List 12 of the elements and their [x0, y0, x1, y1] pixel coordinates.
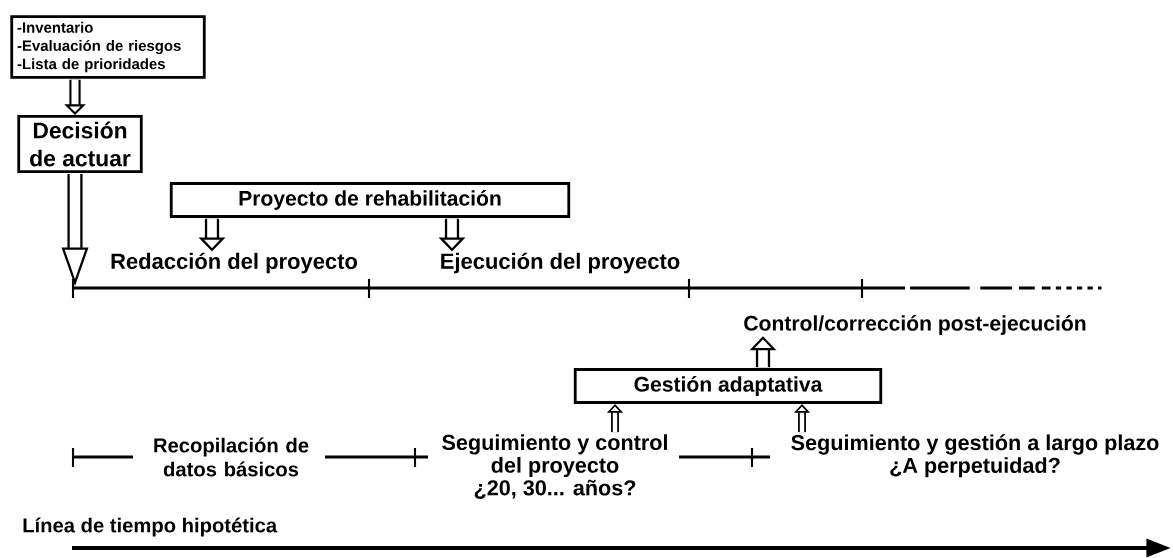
step-text: Redacción del proyecto — [111, 252, 358, 274]
process-box: Decisión de actuar — [17, 114, 143, 174]
timeline-label: Recopilación de datos básicos — [154, 437, 309, 477]
step-text: Seguimiento y gestión a largo plazo ¿A perpetuidad? — [791, 434, 1159, 478]
process-box: Proyecto de rehabilitación — [169, 182, 571, 218]
step-text: Ejecución del proyecto — [441, 252, 680, 274]
process-box: -Inventario -Evaluación de riesgos -Lista de prioridades — [10, 15, 206, 79]
step-text: Control/corrección post-ejecución — [744, 315, 1086, 335]
timeline-label: Línea de tiempo hipotética — [23, 517, 278, 537]
process-box: Gestión adaptativa — [573, 368, 883, 404]
step-text: Seguimiento y control del proyecto ¿20, 30... años? — [442, 434, 667, 499]
timeline — [73, 286, 905, 290]
